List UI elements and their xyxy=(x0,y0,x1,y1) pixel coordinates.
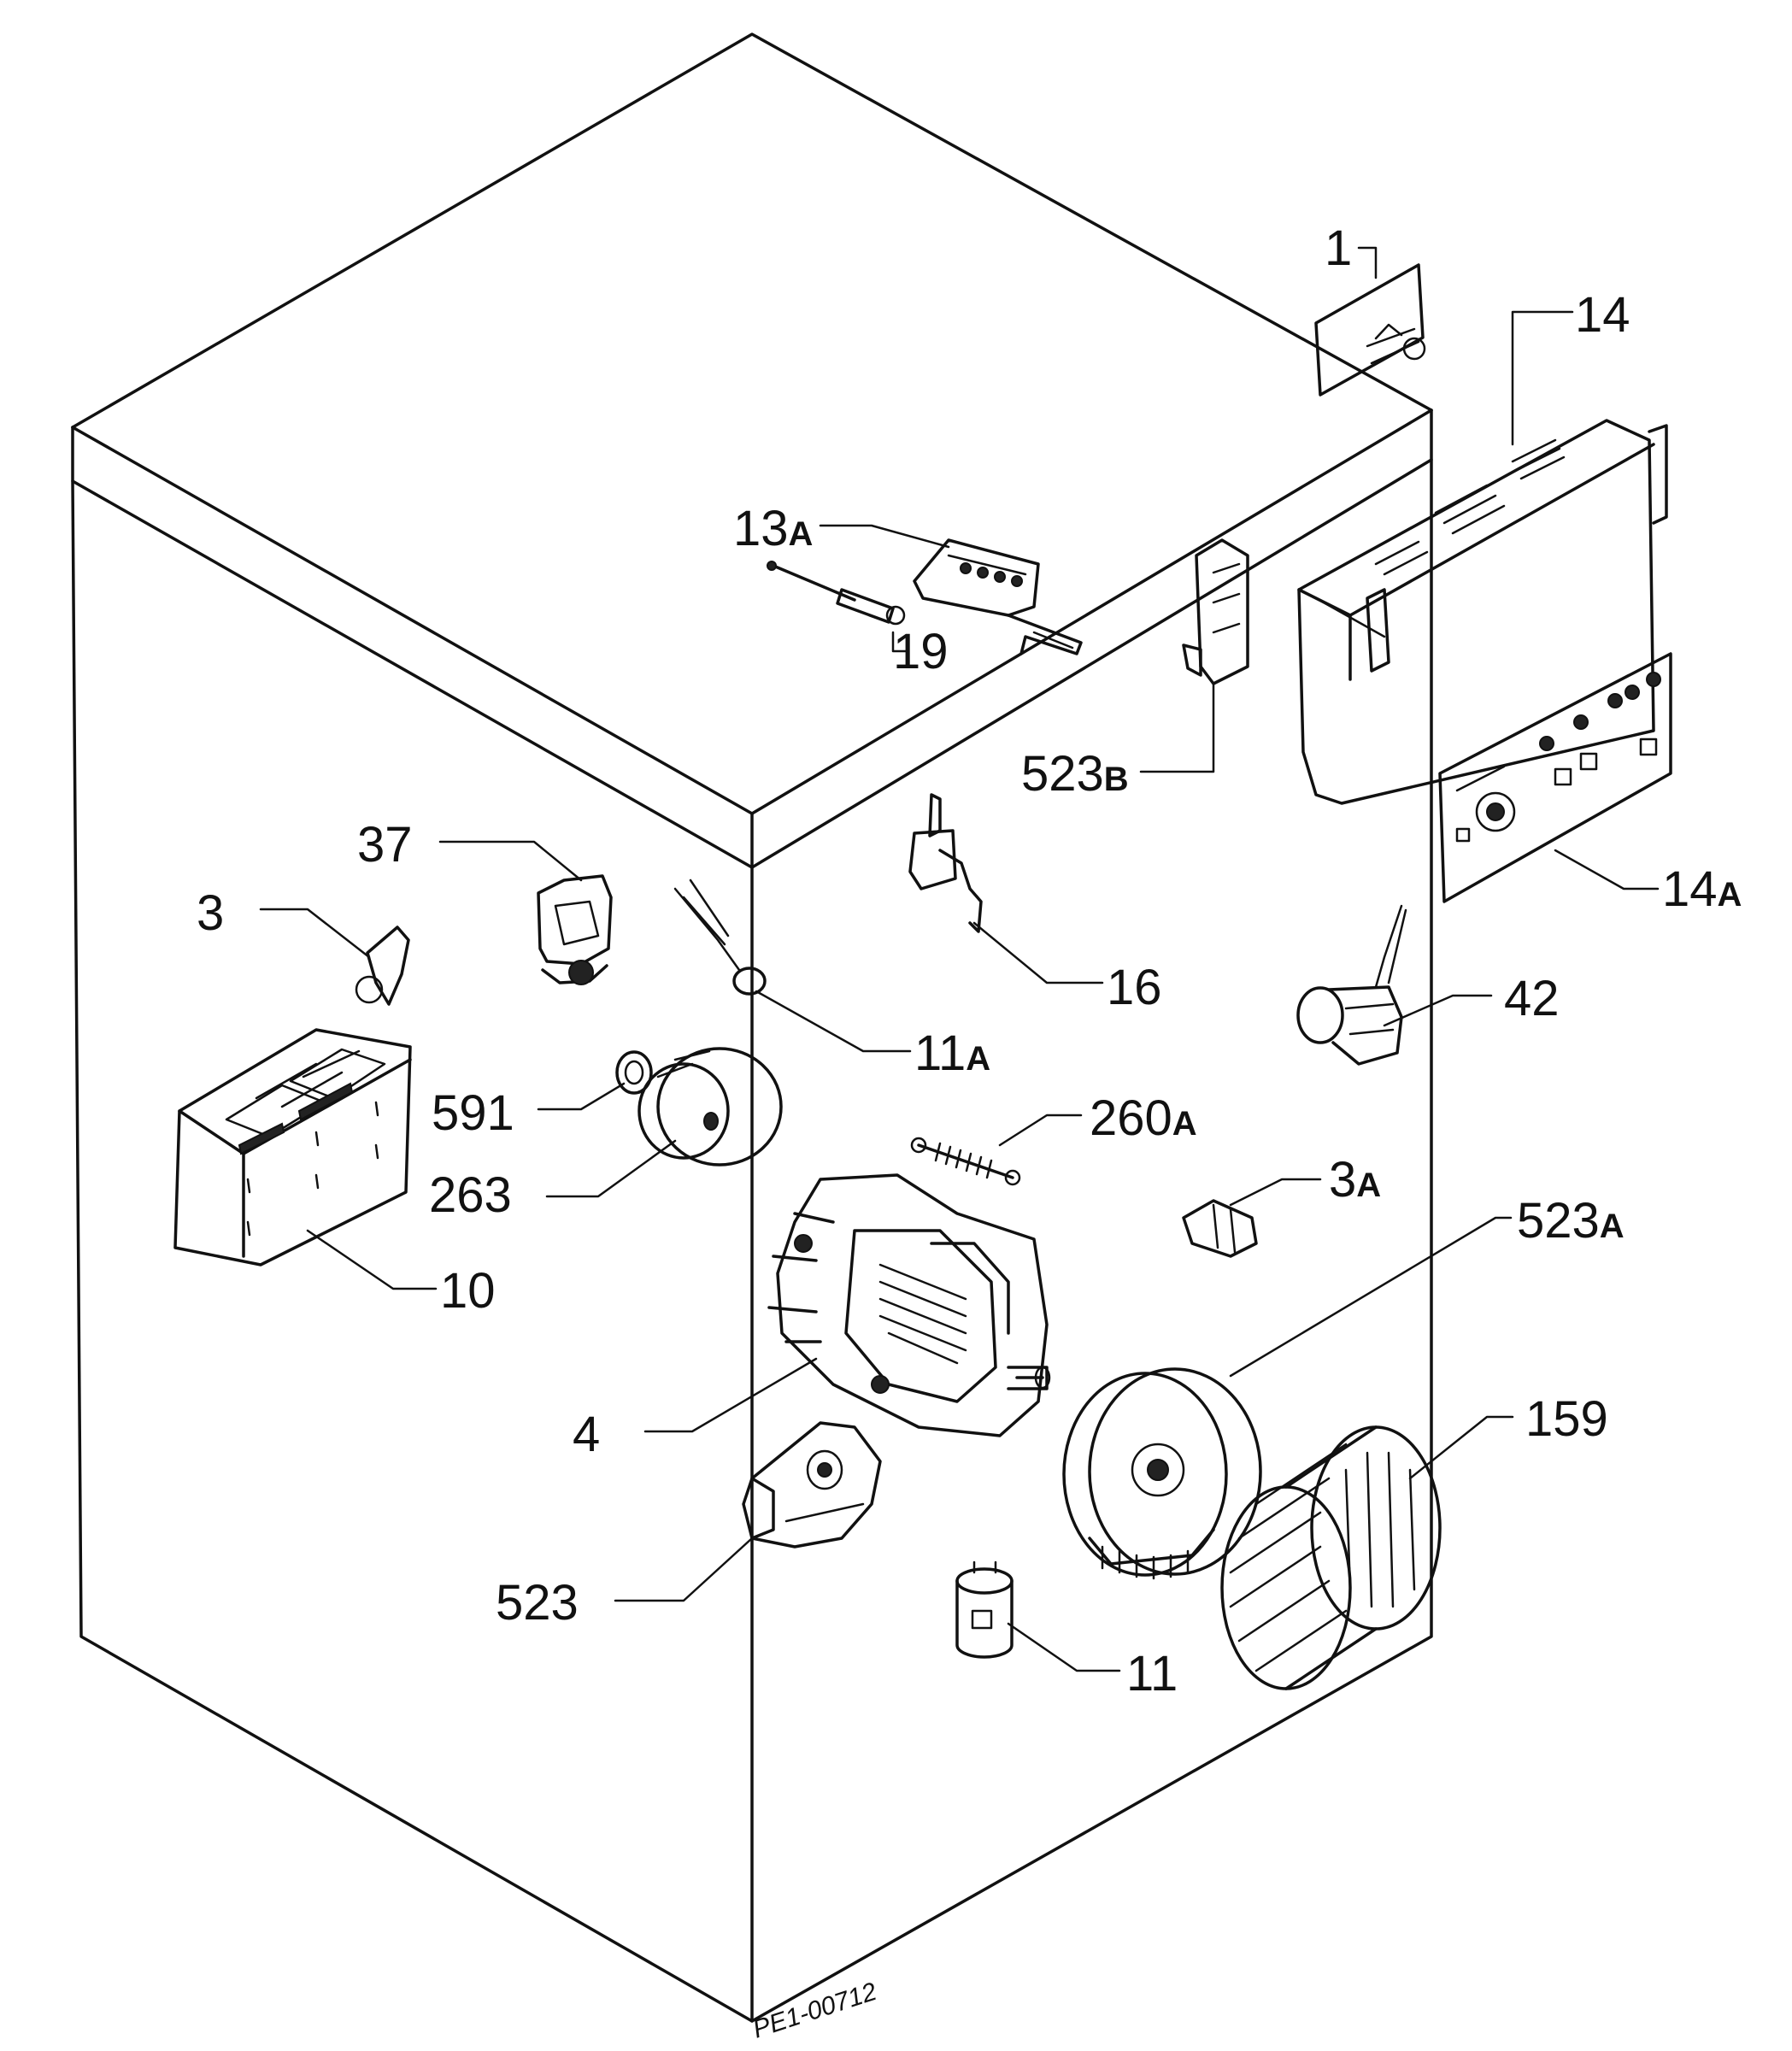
part-labels: 1 14 13A 19 523B 14A 37 3 16 42 11A 591 … xyxy=(197,220,1742,1701)
part-16-thermostat xyxy=(908,793,983,933)
part-1-switch xyxy=(1314,263,1426,397)
label-523a: 523A xyxy=(1517,1193,1625,1249)
label-14: 14 xyxy=(1575,287,1630,343)
part-13a-terminal-block xyxy=(913,538,1083,655)
part-14-control-cover xyxy=(1297,419,1668,805)
label-4: 4 xyxy=(573,1407,600,1462)
dryer-cabinet xyxy=(71,32,1433,2023)
part-11a-lamp xyxy=(673,879,767,996)
label-11a: 11A xyxy=(914,1026,990,1081)
drawing-code: PE1-00712 xyxy=(749,1978,880,2044)
label-523b: 523B xyxy=(1021,746,1129,802)
part-523a-fan-housing xyxy=(1062,1367,1262,1580)
part-42-pressure-switch xyxy=(1296,904,1407,1066)
label-42: 42 xyxy=(1504,971,1560,1026)
label-11: 11 xyxy=(1126,1646,1178,1701)
label-3: 3 xyxy=(197,885,224,941)
part-263-pulley xyxy=(637,1047,783,1167)
part-523b-fixture xyxy=(1182,538,1249,685)
part-37-door-switch xyxy=(537,874,613,985)
label-10: 10 xyxy=(440,1263,496,1319)
label-16: 16 xyxy=(1107,960,1162,1015)
label-260a: 260A xyxy=(1090,1090,1197,1146)
part-591-seal-ring xyxy=(615,1050,653,1095)
part-159-blower-wheel xyxy=(1220,1425,1442,1690)
label-159: 159 xyxy=(1525,1391,1608,1447)
part-3-cam xyxy=(355,926,410,1006)
part-11-capacitor xyxy=(955,1560,1014,1659)
label-3a: 3A xyxy=(1329,1152,1381,1208)
label-37: 37 xyxy=(357,817,413,873)
label-13a: 13A xyxy=(733,501,813,556)
part-523-bracket xyxy=(742,1421,882,1549)
part-3a-fitting xyxy=(1182,1199,1258,1258)
label-523: 523 xyxy=(496,1575,579,1631)
part-14a-control-board xyxy=(1438,652,1672,903)
label-263: 263 xyxy=(429,1167,512,1223)
label-19: 19 xyxy=(893,624,949,679)
part-260a-spring xyxy=(910,1137,1021,1186)
label-14a: 14A xyxy=(1662,861,1742,917)
label-1: 1 xyxy=(1325,220,1352,276)
part-4-motor xyxy=(767,1173,1051,1437)
part-19-probe xyxy=(767,561,906,626)
label-591: 591 xyxy=(432,1085,514,1141)
part-10-filter xyxy=(173,1028,412,1266)
leader-lines xyxy=(259,246,1660,1672)
